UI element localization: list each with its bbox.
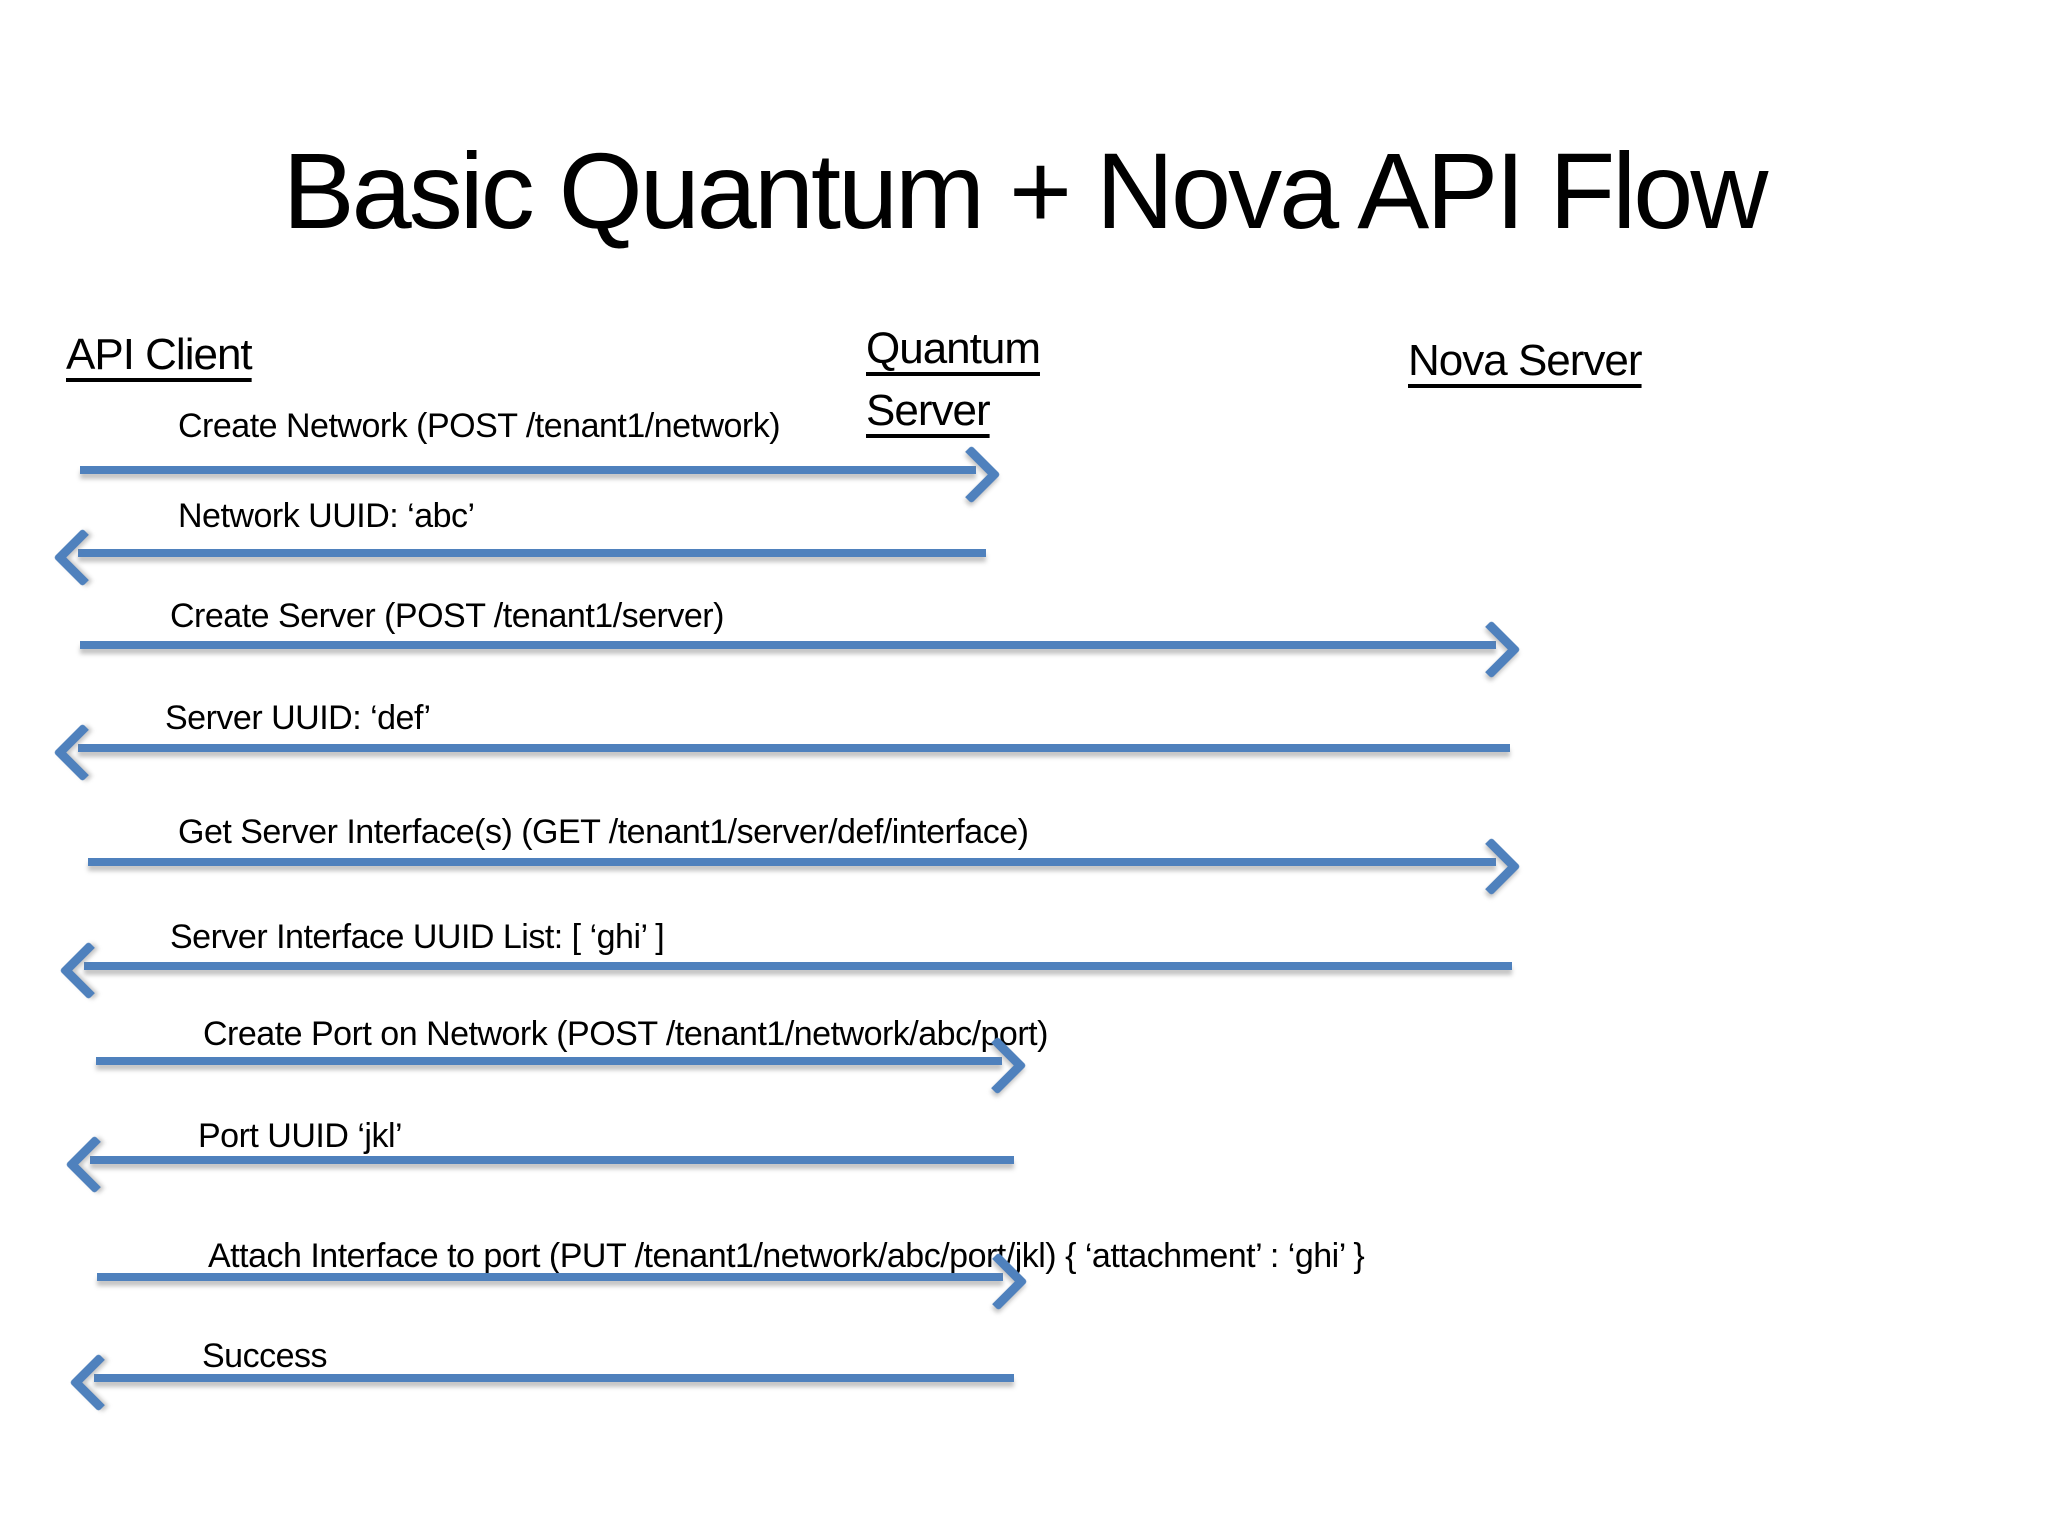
message-2-arrow [53,528,986,587]
message-4-label: Server UUID: ‘def’ [165,699,431,737]
arrow-line [84,962,1512,970]
message-9-label: Attach Interface to port (PUT /tenant1/n… [208,1237,1365,1275]
message-5-arrow [88,837,1521,896]
message-8-label: Port UUID ‘jkl’ [198,1117,403,1155]
arrow-line [97,1273,1003,1281]
arrow-head-right-icon [942,445,1001,504]
arrow-head-left-icon [53,528,112,587]
actor-api-client: API Client [66,330,253,379]
message-7-arrow [96,1036,1027,1095]
message-4-arrow [53,723,1510,782]
slide-title: Basic Quantum + Nova API Flow [282,130,1769,251]
arrow-line [78,549,986,557]
arrow-line [88,858,1496,866]
message-9-arrow [97,1252,1028,1311]
message-3-label: Create Server (POST /tenant1/server) [170,597,724,635]
actor-quantum-server: Quantum Server [866,324,1041,436]
arrow-head-left-icon [59,941,118,1000]
arrow-head-right-icon [1462,837,1521,896]
arrow-head-left-icon [65,1135,124,1194]
message-10-arrow [69,1353,1014,1412]
message-3-arrow [80,620,1521,679]
arrow-line [80,641,1496,649]
arrow-line [96,1057,1002,1065]
message-1-arrow [80,445,1001,504]
arrow-line [90,1156,1014,1164]
arrow-line [94,1374,1014,1382]
arrow-line [78,744,1510,752]
arrow-head-left-icon [53,723,112,782]
message-6-arrow [59,941,1512,1000]
message-7-label: Create Port on Network (POST /tenant1/ne… [203,1015,1048,1053]
arrow-head-left-icon [69,1353,128,1412]
message-2-label: Network UUID: ‘abc’ [178,497,475,535]
message-10-label: Success [202,1337,328,1375]
message-1-label: Create Network (POST /tenant1/network) [178,407,781,445]
arrow-line [80,466,976,474]
actor-nova-server: Nova Server [1408,336,1643,385]
message-8-arrow [65,1135,1014,1194]
arrow-head-right-icon [1462,620,1521,679]
message-6-label: Server Interface UUID List: [ ‘ghi’ ] [170,918,665,956]
message-5-label: Get Server Interface(s) (GET /tenant1/se… [178,813,1029,851]
